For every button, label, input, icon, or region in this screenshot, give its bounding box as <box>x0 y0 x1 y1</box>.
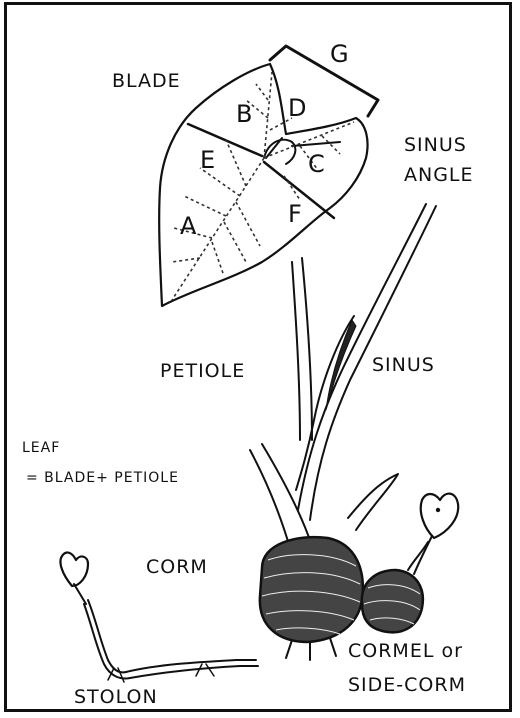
cormel-small-leaf <box>421 494 458 538</box>
stolon-runner-bottom <box>84 604 258 678</box>
main-corm <box>260 537 363 642</box>
region-letter-g: G <box>330 40 349 68</box>
label-leaf-line2: = BLADE+ PETIOLE <box>26 470 179 486</box>
stolon-small-leaf <box>60 553 88 586</box>
region-letter-a: A <box>180 212 196 240</box>
stolon-leaf-stem <box>74 584 86 604</box>
label-leaf-line1: LEAF <box>22 440 60 456</box>
label-cormel-line2: SIDE-CORM <box>348 674 466 696</box>
region-letter-f: F <box>288 200 302 228</box>
label-sinus: SINUS <box>372 354 435 376</box>
label-blade: BLADE <box>112 70 181 92</box>
cormel-shoot-stem <box>414 536 432 574</box>
cormel-leaf-dot <box>436 508 440 512</box>
corm-leaf-scrap <box>348 474 398 530</box>
label-sinus-angle-line2: ANGLE <box>404 164 474 186</box>
label-cormel-line1: CORMEL or <box>348 640 463 662</box>
leaf-blade-outline <box>159 64 367 306</box>
label-petiole: PETIOLE <box>160 360 245 382</box>
region-letter-e: E <box>200 146 215 174</box>
region-letter-c: C <box>308 150 325 178</box>
label-stolon: STOLON <box>74 686 158 708</box>
region-letter-d: D <box>288 94 306 122</box>
base-sheath-left <box>250 450 290 548</box>
main-petiole-left-edge <box>292 262 300 440</box>
label-sinus-angle-line1: SINUS <box>404 134 467 156</box>
region-letter-b: B <box>236 100 252 128</box>
stolon-runner-top <box>88 600 256 672</box>
dimension-bracket-g <box>270 46 378 116</box>
label-corm: CORM <box>146 556 208 578</box>
sinus-angle-arc <box>264 140 295 164</box>
main-petiole-right-edge <box>302 258 312 440</box>
